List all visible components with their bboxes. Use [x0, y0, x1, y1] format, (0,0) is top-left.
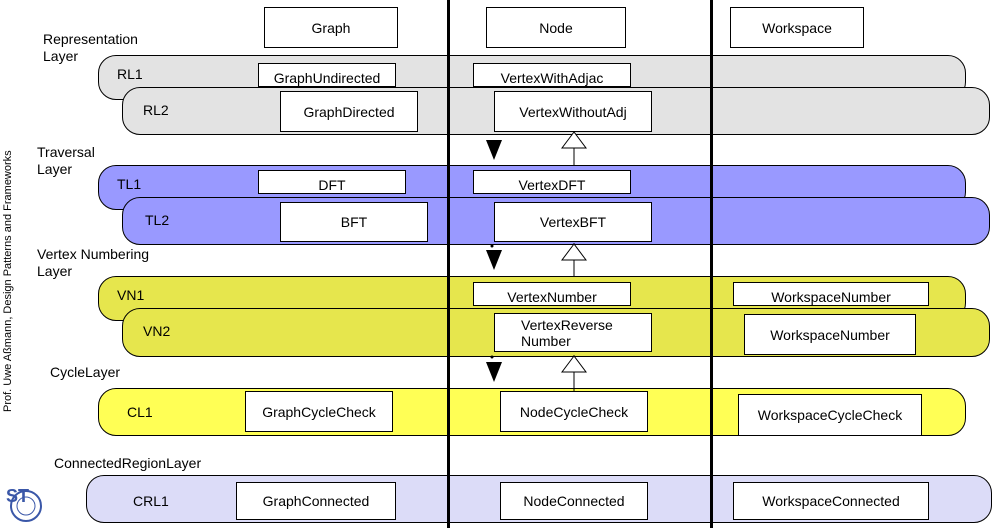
st-logo: ST — [6, 486, 42, 522]
box-node-connected: NodeConnected — [500, 482, 648, 520]
band-label-vn1: VN1 — [117, 287, 145, 303]
column-header-workspace: Workspace — [730, 7, 864, 48]
layer-label-traversal: Traversal Layer — [37, 144, 95, 178]
column-header-graph: Graph — [264, 7, 398, 48]
box-vertex-reverse-number: VertexReverse Number — [494, 313, 652, 352]
band-label-rl2: RL2 — [143, 102, 169, 118]
box-graph-undirected: GraphUndirected — [258, 63, 396, 87]
band-label-tl2: TL2 — [145, 212, 170, 228]
box-workspace-cycle-check: WorkspaceCycleCheck — [738, 394, 922, 436]
layer-label-vertex-numbering-text: Vertex Numbering Layer — [37, 246, 150, 279]
box-workspace-connected: WorkspaceConnected — [733, 482, 929, 520]
layer-label-vertex-numbering: Vertex Numbering Layer — [37, 246, 149, 280]
box-bft: BFT — [280, 202, 428, 242]
logo-text: ST — [6, 486, 29, 506]
layer-label-cycle: CycleLayer — [50, 364, 121, 380]
box-vertex-with-adjac: VertexWithAdjac — [473, 63, 631, 87]
box-graph-cycle-check: GraphCycleCheck — [245, 391, 393, 432]
box-graph-directed: GraphDirected — [280, 91, 418, 132]
band-label-rl1: RL1 — [117, 66, 143, 82]
column-separator-right — [710, 0, 713, 528]
box-dft: DFT — [258, 170, 406, 194]
band-label-tl1: TL1 — [117, 176, 142, 192]
layer-label-traversal-text: Traversal Layer — [37, 144, 95, 177]
column-header-node: Node — [486, 7, 626, 48]
hollow-triangle-2 — [561, 243, 587, 261]
box-graph-connected: GraphConnected — [236, 482, 396, 520]
box-workspace-number-vn2: WorkspaceNumber — [744, 314, 916, 355]
column-separator-left — [447, 0, 450, 528]
vertex-reverse-line2: Number — [521, 332, 571, 349]
box-vertex-bft: VertexBFT — [494, 202, 652, 242]
layer-label-representation-text: Representation Layer — [43, 31, 138, 64]
layer-label-connected: ConnectedRegionLayer — [54, 455, 202, 471]
layer-label-representation: Representation Layer — [43, 31, 138, 65]
box-vertex-dft: VertexDFT — [473, 170, 631, 194]
filled-arrow-3 — [486, 362, 502, 382]
band-label-cl1: CL1 — [127, 404, 153, 420]
filled-arrow-2 — [486, 250, 502, 270]
box-node-cycle-check: NodeCycleCheck — [500, 391, 648, 432]
hollow-triangle-3 — [561, 355, 587, 373]
arrow-dot-2 — [490, 244, 494, 248]
arrow-dot-3 — [490, 355, 494, 359]
filled-arrow-1 — [486, 140, 502, 160]
box-vertex-without-adj: VertexWithoutAdj — [494, 91, 652, 132]
band-label-vn2: VN2 — [143, 323, 171, 339]
hollow-triangle-1 — [561, 131, 587, 149]
box-workspace-number-vn1: WorkspaceNumber — [733, 282, 929, 306]
box-vertex-number: VertexNumber — [473, 282, 631, 306]
vertex-reverse-line1: VertexReverse — [521, 316, 613, 333]
band-label-crl1: CRL1 — [133, 493, 169, 509]
